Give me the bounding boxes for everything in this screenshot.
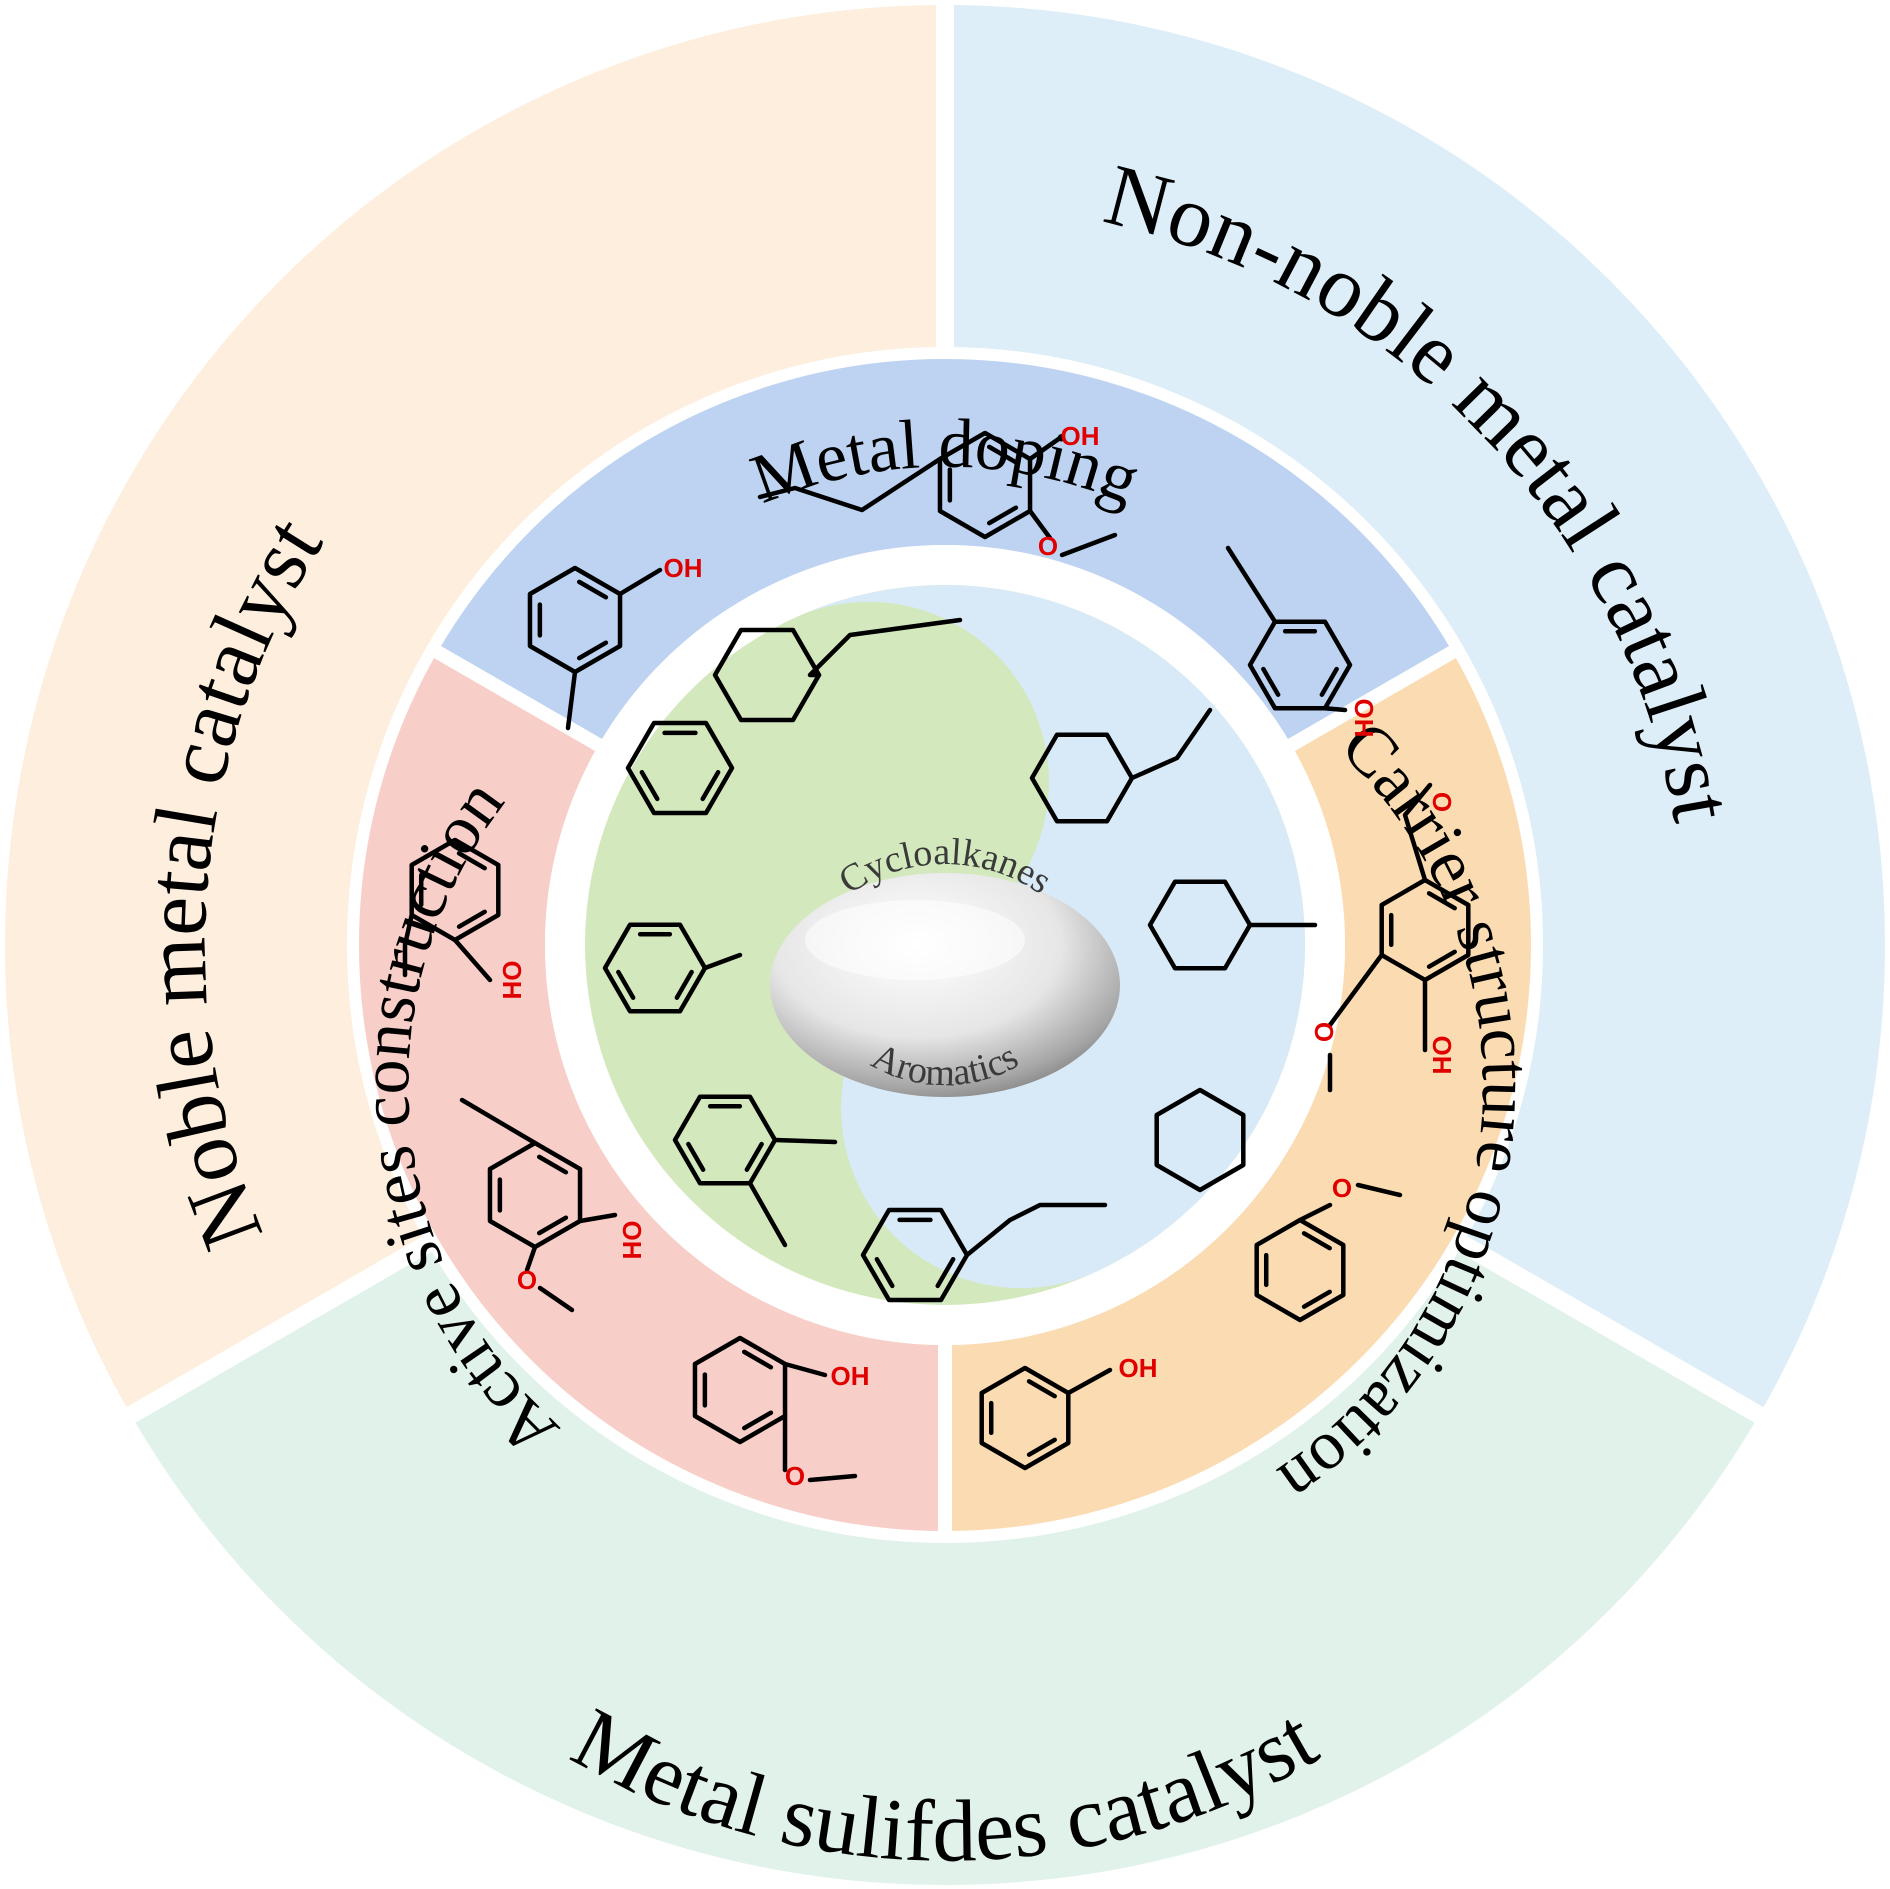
outer-separator [122,1232,439,1426]
outer-separator [1451,1232,1768,1426]
hydroxyl-label: OH [497,961,527,1000]
methylcyclohexane [1147,879,1318,971]
vanillin: O O OH [1309,782,1471,1093]
hydroxyl-label: OH [1119,1353,1158,1383]
guaiacol: OH O [692,1335,870,1491]
oxygen-label: O [1309,1022,1339,1042]
inner-ring [354,355,1535,1535]
benzene [625,720,735,816]
p-cresol: OH [1225,545,1379,738]
o-cresol: OH [402,837,527,1000]
oxygen-label: O [785,1461,805,1491]
hydroxyl-label: OH [831,1361,870,1391]
outer-sector-sulfides [130,1240,1760,1885]
molecules: OH O OH OH OH O O OH OH O O OH O OH [402,421,1471,1491]
inner-sector-active-sites [354,650,945,1535]
oxygen-label: O [1038,531,1058,561]
propylcyclohexane [712,617,963,723]
oxygen-label: O [517,1265,537,1295]
hydroxyl-label: OH [664,553,703,583]
outer-ring [4,5,1886,1885]
hydroxyl-label: OH [617,1221,647,1260]
ethylcyclohexane [1029,707,1213,824]
oxygen-label: O [1332,1173,1352,1203]
outer-sector-non-noble [945,5,1886,1415]
hydroxyl-label: OH [1427,1036,1457,1075]
m-cresol: OH [527,553,703,731]
center-pearl: Cycloalkanes Aromatics [770,831,1120,1097]
hydroxyl-label: OH [1061,421,1100,451]
4-propylguaiacol: OH O [757,421,1118,561]
inner-sector-carrier [945,650,1535,1535]
inner-separator [1283,640,1465,754]
inner-sector-doping [434,355,1456,745]
4-methylguaiacol: OH O [459,1097,647,1313]
toluene [602,922,743,1014]
oxygen-label: O [1427,792,1457,812]
propylbenzene [860,1202,1108,1303]
hydroxyl-label: OH [1349,699,1379,738]
anisole: O [1254,1173,1403,1323]
inner-separator [425,640,607,754]
phenol: OH [979,1353,1158,1471]
outer-sector-noble [4,5,945,1415]
pearl-highlight [805,900,1025,980]
cyclohexane [1154,1087,1246,1193]
ring-separators [122,0,1768,1543]
ring-divider [347,347,1543,1543]
o-xylene [672,1094,838,1248]
